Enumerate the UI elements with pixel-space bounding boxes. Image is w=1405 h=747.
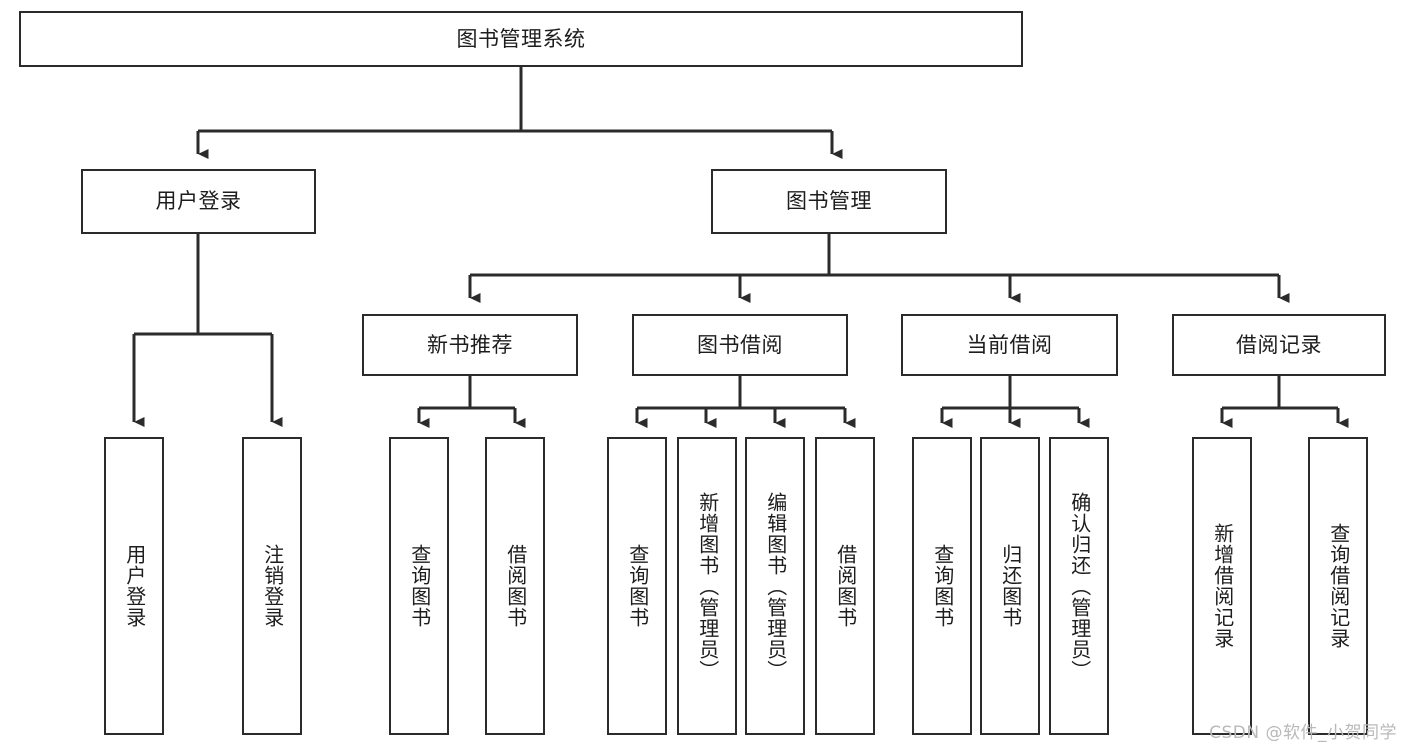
leaf-records-query-record[interactable]: 查询借阅记录 bbox=[1308, 437, 1368, 735]
node-label: 用户登录 bbox=[155, 189, 242, 214]
node-label: 查询图书 bbox=[930, 544, 955, 628]
leaf-records-add-record[interactable]: 新增借阅记录 bbox=[1192, 437, 1252, 735]
node-borrow-records[interactable]: 借阅记录 bbox=[1172, 314, 1386, 376]
node-label: 图书管理 bbox=[786, 189, 872, 214]
node-label: 查询借阅记录 bbox=[1326, 523, 1351, 649]
node-new-book-recommend[interactable]: 新书推荐 bbox=[362, 314, 578, 376]
node-label: 新书推荐 bbox=[427, 332, 513, 357]
leaf-newbook-borrow-books[interactable]: 借阅图书 bbox=[485, 437, 545, 735]
node-label: 确认归还（管理员） bbox=[1067, 491, 1092, 681]
node-book-management[interactable]: 图书管理 bbox=[711, 169, 947, 234]
node-label: 归还图书 bbox=[998, 544, 1023, 628]
node-label: 图书管理系统 bbox=[456, 26, 586, 51]
leaf-borrow-query-books[interactable]: 查询图书 bbox=[607, 437, 667, 735]
leaf-current-query-books[interactable]: 查询图书 bbox=[912, 437, 972, 735]
node-label: 查询图书 bbox=[407, 544, 432, 628]
leaf-current-return-books[interactable]: 归还图书 bbox=[980, 437, 1040, 735]
node-label: 新增图书（管理员） bbox=[695, 491, 720, 681]
node-book-borrow[interactable]: 图书借阅 bbox=[632, 314, 848, 376]
node-label: 借阅图书 bbox=[833, 544, 858, 628]
leaf-current-confirm-return-admin[interactable]: 确认归还（管理员） bbox=[1049, 437, 1109, 735]
node-label: 注销登录 bbox=[260, 544, 285, 628]
leaf-borrow-edit-book-admin[interactable]: 编辑图书（管理员） bbox=[745, 437, 805, 735]
leaf-borrow-add-book-admin[interactable]: 新增图书（管理员） bbox=[677, 437, 737, 735]
node-label: 图书借阅 bbox=[697, 332, 783, 357]
node-label: 查询图书 bbox=[625, 544, 650, 628]
watermark-text: CSDN @软件_小贺同学 bbox=[1209, 723, 1397, 743]
leaf-user-login[interactable]: 用户登录 bbox=[104, 437, 164, 735]
leaf-newbook-query-books[interactable]: 查询图书 bbox=[389, 437, 449, 735]
node-label: 借阅图书 bbox=[503, 544, 528, 628]
node-label: 用户登录 bbox=[122, 544, 147, 628]
node-user-login[interactable]: 用户登录 bbox=[81, 169, 316, 234]
leaf-borrow-borrow-books[interactable]: 借阅图书 bbox=[815, 437, 875, 735]
node-label: 当前借阅 bbox=[966, 332, 1053, 357]
node-label: 借阅记录 bbox=[1236, 332, 1322, 357]
node-label: 新增借阅记录 bbox=[1210, 523, 1235, 649]
leaf-logout[interactable]: 注销登录 bbox=[242, 437, 302, 735]
node-current-borrow[interactable]: 当前借阅 bbox=[901, 314, 1118, 376]
node-root-system[interactable]: 图书管理系统 bbox=[19, 11, 1023, 67]
node-label: 编辑图书（管理员） bbox=[763, 491, 788, 681]
